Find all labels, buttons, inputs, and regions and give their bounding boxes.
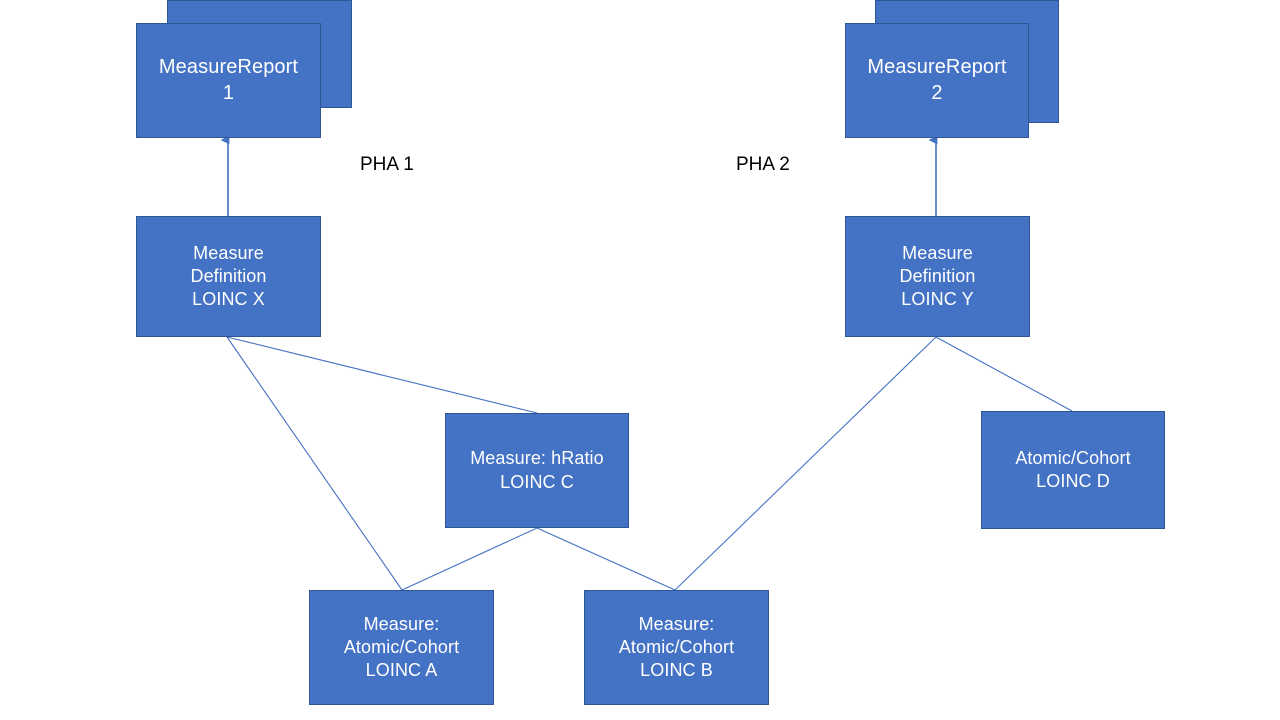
node-measure-report-2[interactable]: MeasureReport 2 bbox=[845, 23, 1029, 138]
node-measure-definition-loinc-x[interactable]: Measure Definition LOINC X bbox=[136, 216, 321, 337]
node-measure-atomic-cohort-loinc-b[interactable]: Measure: Atomic/Cohort LOINC B bbox=[584, 590, 769, 705]
node-text-line: Atomic/Cohort bbox=[618, 636, 735, 657]
node-text-line: LOINC B bbox=[640, 660, 713, 681]
node-text-line: 1 bbox=[222, 81, 235, 104]
node-text-line: LOINC Y bbox=[901, 289, 974, 310]
node-text-line: Atomic/Cohort bbox=[343, 636, 460, 657]
edge-hratio-c-to-loinc-b bbox=[536, 527, 676, 591]
node-text-line: Measure bbox=[902, 242, 973, 263]
node-text-line: Measure: hRatio bbox=[470, 448, 604, 469]
node-measure-hratio-loinc-c[interactable]: Measure: hRatio LOINC C bbox=[445, 413, 629, 528]
label-pha-2: PHA 2 bbox=[736, 154, 790, 175]
node-text-line: LOINC C bbox=[500, 471, 574, 492]
node-text-line: MeasureReport bbox=[158, 55, 299, 78]
node-measure-definition-loinc-y[interactable]: Measure Definition LOINC Y bbox=[845, 216, 1030, 337]
edge-md-y-to-loinc-d bbox=[935, 336, 1073, 412]
node-text-line: Measure: bbox=[363, 613, 440, 634]
node-text-line: MeasureReport bbox=[867, 55, 1007, 78]
node-atomic-cohort-loinc-d[interactable]: Atomic/Cohort LOINC D bbox=[981, 411, 1165, 529]
node-text-line: Atomic/Cohort bbox=[1015, 447, 1131, 468]
node-text-line: 2 bbox=[931, 81, 943, 104]
label-pha-1: PHA 1 bbox=[360, 154, 414, 175]
edge-md-x-to-hratio-c bbox=[226, 336, 538, 414]
node-text-line: Definition bbox=[190, 265, 267, 286]
edge-hratio-c-to-loinc-a bbox=[401, 527, 538, 591]
node-measure-report-1[interactable]: MeasureReport 1 bbox=[136, 23, 321, 138]
edge-md-x-to-loinc-a bbox=[226, 336, 403, 591]
node-text-line: LOINC A bbox=[365, 660, 438, 681]
node-text-line: Definition bbox=[899, 265, 976, 286]
node-text-line: Measure bbox=[193, 242, 264, 263]
node-text-line: Measure: bbox=[638, 613, 715, 634]
edge-md-y-to-loinc-b bbox=[674, 336, 937, 591]
node-measure-atomic-cohort-loinc-a[interactable]: Measure: Atomic/Cohort LOINC A bbox=[309, 590, 494, 705]
node-text-line: LOINC D bbox=[1036, 471, 1110, 491]
node-text-line: LOINC X bbox=[192, 289, 265, 310]
